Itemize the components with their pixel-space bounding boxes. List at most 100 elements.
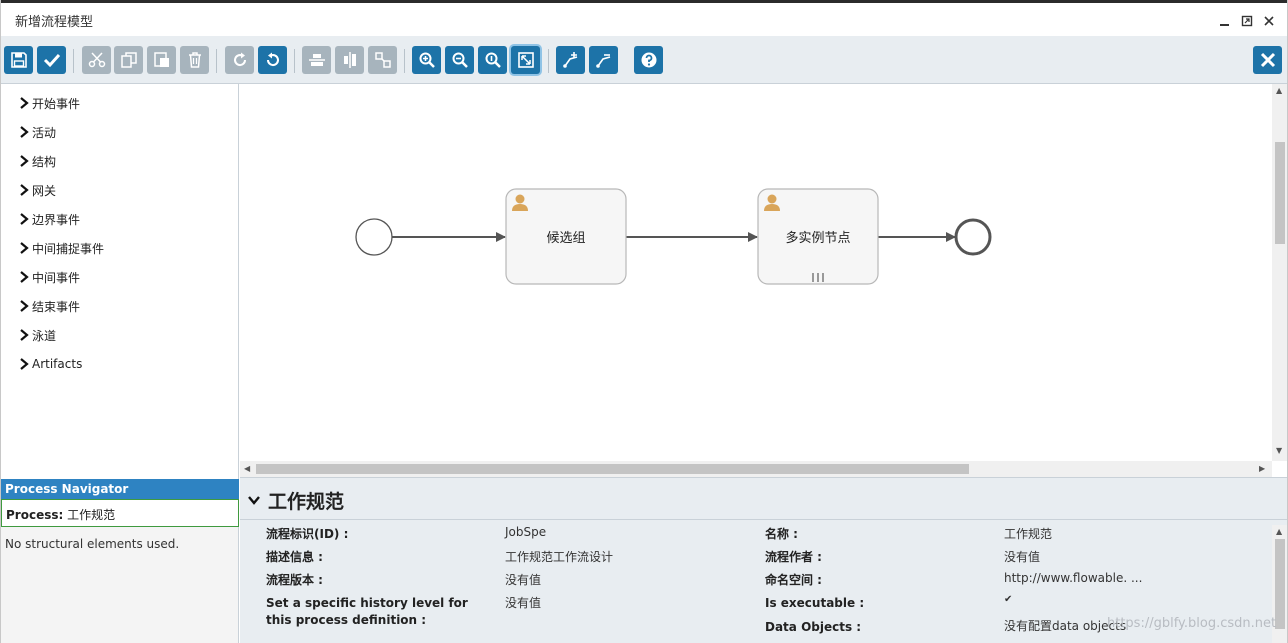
chevron-right-icon: [20, 358, 29, 370]
chevron-right-icon: [20, 242, 29, 254]
user-task-candidate-group[interactable]: 候选组: [505, 188, 627, 285]
properties-scrollbar[interactable]: ▲: [1272, 525, 1287, 643]
palette-group-catching-events[interactable]: 中间捕捉事件: [19, 239, 104, 257]
zoom-out-button[interactable]: [445, 46, 474, 74]
property-label-history-level: Set a specific history level for this pr…: [266, 596, 468, 627]
close-editor-button[interactable]: [1253, 46, 1282, 74]
zoom-in-icon: [419, 52, 435, 68]
palette-group-intermediate-events[interactable]: 中间事件: [19, 268, 80, 286]
property-label-id: 流程标识(ID) :: [266, 527, 349, 541]
properties-divider: [240, 519, 1287, 520]
vertical-scroll-thumb[interactable]: [1275, 142, 1285, 244]
toolbar-separator: [404, 49, 405, 73]
paste-icon: [153, 52, 169, 67]
palette-group-start-events[interactable]: 开始事件: [19, 94, 80, 112]
canvas-vertical-scrollbar[interactable]: ▲ ▼: [1272, 84, 1287, 461]
property-value-executable-checkbox[interactable]: ✔: [1004, 594, 1013, 605]
cut-button[interactable]: [82, 46, 111, 74]
property-value-namespace[interactable]: http://www.flowable. ...: [1004, 571, 1143, 585]
properties-header[interactable]: 工作规范: [248, 486, 344, 514]
palette-group-artifacts[interactable]: Artifacts: [19, 355, 82, 373]
property-value-author[interactable]: 没有值: [1004, 550, 1041, 564]
end-event[interactable]: [954, 218, 992, 256]
property-label-namespace: 命名空间 :: [765, 573, 822, 587]
validate-button[interactable]: [37, 46, 66, 74]
redo-icon: [233, 52, 246, 67]
bend-point-remove-button[interactable]: [589, 46, 618, 74]
trash-icon: [188, 52, 201, 68]
close-window-icon[interactable]: [1263, 12, 1275, 26]
watermark-text: https://gblfy.blog.csdn.net: [1107, 616, 1277, 631]
start-event[interactable]: [355, 218, 393, 256]
palette-group-end-events[interactable]: 结束事件: [19, 297, 80, 315]
title-bar: 新增流程模型: [1, 3, 1287, 36]
chevron-right-icon: [20, 213, 29, 225]
scroll-right-icon[interactable]: ▶: [1259, 464, 1266, 473]
property-label-version: 流程版本 :: [266, 573, 323, 587]
scroll-up-icon[interactable]: ▲: [1276, 527, 1283, 536]
copy-button[interactable]: [114, 46, 143, 74]
paste-button[interactable]: [147, 46, 176, 74]
zoom-out-icon: [452, 52, 468, 68]
scroll-down-icon[interactable]: ▼: [1276, 446, 1283, 455]
chevron-right-icon: [20, 126, 29, 138]
align-vertical-button[interactable]: [302, 46, 331, 74]
property-value-data-objects[interactable]: 没有配置data objects: [1004, 619, 1127, 633]
window-title: 新增流程模型: [15, 15, 94, 30]
zoom-fit-icon: [517, 52, 534, 68]
maximize-icon[interactable]: [1241, 12, 1253, 27]
property-value-name[interactable]: 工作规范: [1004, 527, 1053, 541]
toolbar-separator: [73, 49, 74, 73]
delete-button[interactable]: [180, 46, 209, 74]
property-value-id[interactable]: JobSpe: [505, 525, 547, 539]
user-icon: [512, 194, 528, 211]
navigator-empty-text: No structural elements used.: [5, 537, 180, 551]
property-value-history-level[interactable]: 没有值: [505, 596, 542, 610]
chevron-down-icon: [248, 496, 260, 505]
scroll-left-icon[interactable]: ◀: [244, 464, 251, 473]
canvas-horizontal-scrollbar[interactable]: ◀ ▶: [240, 461, 1272, 477]
palette-group-gateways[interactable]: 网关: [19, 181, 56, 199]
navigator-process-row[interactable]: Process: 工作规范: [1, 499, 239, 527]
properties-title: 工作规范: [268, 490, 345, 513]
palette-group-swimlanes[interactable]: 泳道: [19, 326, 56, 344]
bend-remove-icon: [595, 54, 610, 68]
properties-scroll-thumb[interactable]: [1275, 539, 1285, 629]
minimize-icon[interactable]: [1219, 12, 1231, 26]
zoom-fit-button[interactable]: [511, 46, 540, 74]
undo-button[interactable]: [258, 46, 287, 74]
window-controls: [1219, 12, 1275, 27]
chevron-right-icon: [20, 300, 29, 312]
align-vertical-icon: [308, 54, 325, 66]
bend-point-add-button[interactable]: [556, 46, 585, 74]
property-value-version[interactable]: 没有值: [505, 573, 542, 587]
zoom-actual-button[interactable]: [478, 46, 507, 74]
diagram-canvas[interactable]: 候选组 多实例节点: [240, 84, 1272, 461]
editor-toolbar: [1, 36, 1287, 84]
process-navigator-header: Process Navigator: [1, 479, 239, 499]
property-label-name: 名称 :: [765, 527, 798, 541]
horizontal-scroll-thumb[interactable]: [256, 464, 969, 474]
same-size-icon: [374, 52, 391, 68]
task-label: 候选组: [546, 231, 585, 246]
palette-group-activities[interactable]: 活动: [19, 123, 56, 141]
bend-add-icon: [562, 52, 577, 68]
chevron-right-icon: [20, 97, 29, 109]
toolbar-separator: [216, 49, 217, 73]
help-button[interactable]: [634, 46, 663, 74]
scroll-up-icon[interactable]: ▲: [1276, 86, 1283, 95]
same-size-button[interactable]: [368, 46, 397, 74]
redo-button[interactable]: [225, 46, 254, 74]
user-task-multi-instance[interactable]: 多实例节点: [757, 188, 879, 285]
save-model-button[interactable]: [4, 46, 33, 74]
task-label: 多实例节点: [785, 230, 850, 246]
align-horizontal-button[interactable]: [335, 46, 364, 74]
palette-group-boundary-events[interactable]: 边界事件: [19, 210, 80, 228]
toolbar-separator: [548, 49, 549, 73]
chevron-right-icon: [20, 155, 29, 167]
palette-group-structural[interactable]: 结构: [19, 152, 56, 170]
zoom-in-button[interactable]: [412, 46, 441, 74]
align-horizontal-icon: [343, 52, 356, 68]
navigator-tree: No structural elements used.: [1, 527, 239, 643]
property-value-description[interactable]: 工作规范工作流设计: [505, 550, 614, 564]
